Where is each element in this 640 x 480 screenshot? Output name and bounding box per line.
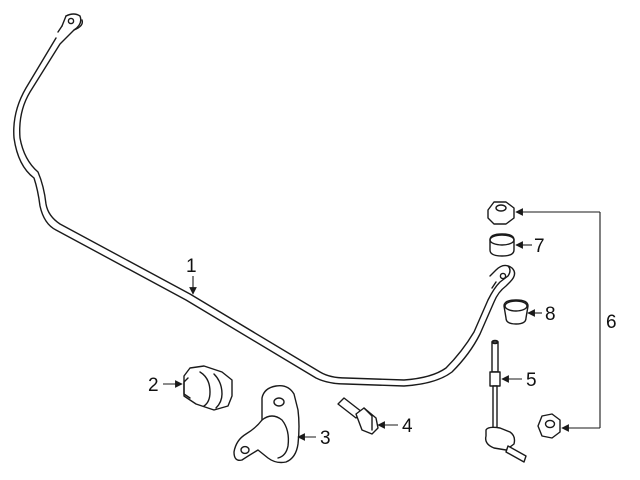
callout-8: 8 — [545, 304, 556, 325]
callout-3: 3 — [320, 428, 331, 449]
callout-1: 1 — [186, 256, 197, 277]
stabilizer-bar — [13, 13, 516, 387]
callout-2: 2 — [148, 375, 159, 396]
stabilizer-link — [484, 339, 527, 463]
callout-4: 4 — [402, 416, 413, 437]
bracket-bolt — [337, 397, 379, 435]
link-bushing-cup — [503, 299, 529, 325]
link-bushing — [489, 233, 515, 257]
callout-7: 7 — [534, 236, 545, 257]
link-nut-lower — [537, 413, 561, 439]
callout-6: 6 — [606, 312, 617, 333]
callout-labels: 1 2 3 4 5 6 7 8 — [148, 236, 617, 449]
stabilizer-bushing — [183, 365, 233, 411]
link-nut-upper — [487, 201, 515, 225]
leader-lines — [163, 208, 601, 441]
bushing-bracket — [233, 384, 300, 464]
callout-5: 5 — [526, 370, 537, 391]
